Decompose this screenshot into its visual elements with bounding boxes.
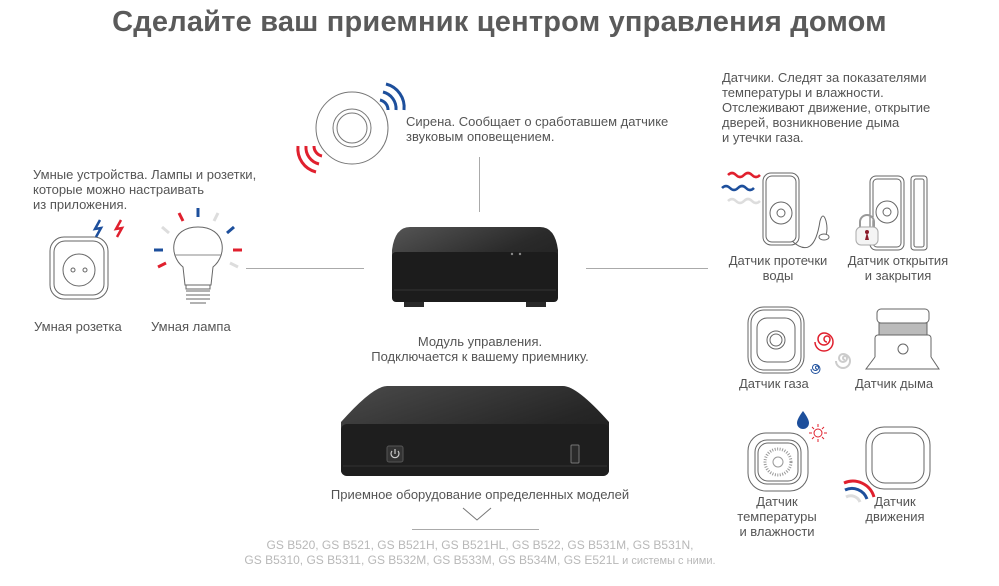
temp-humidity-sensor-icon bbox=[747, 411, 827, 492]
gas-sensor-icon bbox=[747, 306, 851, 374]
smart-devices-description: Умные устройства. Лампы и розетки, котор… bbox=[33, 167, 257, 212]
smart-socket-icon bbox=[49, 219, 125, 300]
temp-humidity-sensor-label: Датчик температуры и влажности bbox=[737, 494, 817, 539]
connector-line-right bbox=[586, 268, 708, 269]
smart-bulb-icon bbox=[154, 208, 242, 304]
connector-line-left bbox=[246, 268, 364, 269]
smart-bulb-label: Умная лампа bbox=[151, 319, 231, 334]
door-sensor-icon bbox=[855, 175, 928, 251]
water-leak-sensor-label: Датчик протечки воды bbox=[728, 253, 828, 283]
siren-icon bbox=[296, 82, 406, 174]
water-leak-sensor-icon bbox=[721, 171, 830, 249]
receiver-icon bbox=[341, 386, 609, 476]
power-button-icon bbox=[387, 446, 403, 462]
smart-socket-label: Умная розетка bbox=[34, 319, 122, 334]
door-sensor-label: Датчик открытия и закрытия bbox=[847, 253, 949, 283]
chevron-down-icon bbox=[462, 507, 492, 521]
connector-line-top bbox=[479, 157, 480, 212]
control-module-label: Модуль управления. Подключается к вашему… bbox=[371, 334, 589, 364]
page-title: Сделайте ваш приемник центром управления… bbox=[112, 6, 887, 38]
gas-sensor-label: Датчик газа bbox=[739, 376, 809, 391]
smoke-sensor-icon bbox=[865, 308, 940, 370]
control-module-icon bbox=[392, 227, 558, 307]
motion-sensor-label: Датчик движения bbox=[865, 494, 925, 524]
sensors-description: Датчики. Следят за показателями температ… bbox=[722, 70, 931, 145]
receiver-divider bbox=[412, 529, 539, 530]
siren-label: Сирена. Сообщает о сработавшем датчике з… bbox=[406, 114, 669, 144]
motion-sensor-icon bbox=[843, 426, 931, 503]
smoke-sensor-label: Датчик дыма bbox=[855, 376, 934, 391]
receiver-label: Приемное оборудование определенных модел… bbox=[330, 487, 630, 502]
receiver-model-list: GS B520, GS B521, GS B521H, GS B521HL, G… bbox=[244, 538, 716, 567]
